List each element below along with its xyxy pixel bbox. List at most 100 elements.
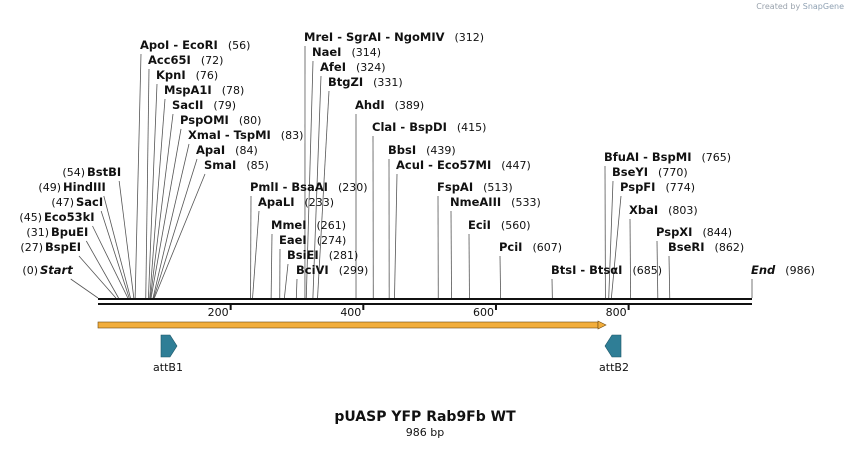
orf-arrow-body[interactable] bbox=[97, 321, 599, 329]
enzyme-name[interactable]: SacI bbox=[76, 195, 103, 209]
enzyme-name[interactable]: PspOMI bbox=[180, 113, 229, 127]
enzyme-name[interactable]: Eco53kI bbox=[44, 210, 95, 224]
site-label-group[interactable]: ClaI - BspDI(415) bbox=[372, 120, 486, 134]
site-label-group[interactable]: FspAI(513) bbox=[437, 180, 513, 194]
site-position: (233) bbox=[305, 196, 335, 209]
site-label-group[interactable]: ApoI - EcoRI(56) bbox=[140, 38, 250, 52]
enzyme-name[interactable]: AfeI bbox=[320, 60, 346, 74]
site-label-group[interactable]: ApaI(84) bbox=[196, 143, 258, 157]
enzyme-name[interactable]: EaeI bbox=[279, 233, 307, 247]
enzyme-name[interactable]: End bbox=[751, 263, 776, 277]
enzyme-name[interactable]: PspXI bbox=[656, 225, 692, 239]
site-label-group[interactable]: Acc65I(72) bbox=[148, 53, 223, 67]
enzyme-name[interactable]: ApoI - EcoRI bbox=[140, 38, 218, 52]
enzyme-name[interactable]: XbaI bbox=[629, 203, 658, 217]
site-label-group[interactable]: MreI - SgrAI - NgoMIV(312) bbox=[304, 30, 484, 44]
ruler-tick-label: 600 bbox=[473, 306, 494, 319]
site-label-group[interactable]: (0)Start bbox=[22, 263, 73, 277]
site-label-group[interactable]: XbaI (803) bbox=[629, 203, 698, 217]
site-label-group[interactable]: EaeI(274) bbox=[279, 233, 346, 247]
site-label-group[interactable]: MspA1I(78) bbox=[164, 83, 244, 97]
site-label-group[interactable]: BtsI - BtsαI(685) bbox=[551, 263, 662, 277]
enzyme-name[interactable]: XmaI - TspMI bbox=[188, 128, 271, 142]
site-label-group[interactable]: BciVI(299) bbox=[296, 263, 368, 277]
enzyme-name[interactable]: BseRI bbox=[668, 240, 705, 254]
site-label-group[interactable]: (45)Eco53kI bbox=[19, 210, 94, 224]
site-label-group[interactable]: (49)HindIII bbox=[38, 180, 105, 194]
site-label-group[interactable]: NaeI(314) bbox=[312, 45, 381, 59]
enzyme-name[interactable]: HindIII bbox=[63, 180, 106, 194]
enzyme-name[interactable]: ApaI bbox=[196, 143, 225, 157]
feature-arrow-icon[interactable] bbox=[160, 334, 178, 358]
orf-arrow[interactable] bbox=[97, 320, 607, 330]
orf-arrow-head[interactable] bbox=[597, 320, 607, 330]
site-label-group[interactable]: EciI (560) bbox=[468, 218, 531, 232]
site-label-group[interactable]: End(986) bbox=[751, 263, 815, 277]
site-label-group[interactable]: MmeI(261) bbox=[271, 218, 346, 232]
enzyme-name[interactable]: BpuEI bbox=[51, 225, 88, 239]
enzyme-name[interactable]: Start bbox=[40, 263, 73, 277]
site-label-group[interactable]: ApaLI (233) bbox=[258, 195, 334, 209]
enzyme-name[interactable]: ApaLI bbox=[258, 195, 295, 209]
enzyme-name[interactable]: BtsI - BtsαI bbox=[551, 263, 622, 277]
enzyme-name[interactable]: BbsI bbox=[388, 143, 416, 157]
enzyme-name[interactable]: ClaI - BspDI bbox=[372, 120, 447, 134]
enzyme-name[interactable]: Acc65I bbox=[148, 53, 191, 67]
site-leader-line bbox=[252, 210, 260, 299]
enzyme-name[interactable]: NaeI bbox=[312, 45, 341, 59]
site-label-group[interactable]: (31)BpuEI bbox=[26, 225, 88, 239]
site-position: (560) bbox=[501, 219, 531, 232]
site-label-group[interactable]: (54)BstBI bbox=[62, 165, 121, 179]
site-label-group[interactable]: PspXI(844) bbox=[656, 225, 732, 239]
enzyme-name[interactable]: SacII bbox=[172, 98, 203, 112]
site-label-group[interactable]: AcuI - Eco57MI(447) bbox=[396, 158, 531, 172]
site-label-group[interactable]: BsiEI(281) bbox=[287, 248, 358, 262]
enzyme-name[interactable]: AcuI - Eco57MI bbox=[396, 158, 491, 172]
enzyme-name[interactable]: BsiEI bbox=[287, 248, 319, 262]
enzyme-name[interactable]: BfuAI - BspMI bbox=[604, 150, 691, 164]
enzyme-name[interactable]: BtgZI bbox=[328, 75, 363, 89]
site-label-group[interactable]: BfuAI - BspMI(765) bbox=[604, 150, 731, 164]
enzyme-name[interactable]: MmeI bbox=[271, 218, 307, 232]
site-label-group[interactable]: AfeI(324) bbox=[320, 60, 386, 74]
site-label-group[interactable]: (27)BspEI bbox=[20, 240, 81, 254]
site-label-group[interactable]: PspOMI(80) bbox=[180, 113, 261, 127]
enzyme-name[interactable]: BseYI bbox=[612, 165, 648, 179]
site-label-group[interactable]: XmaI - TspMI(83) bbox=[188, 128, 303, 142]
enzyme-name[interactable]: BstBI bbox=[87, 165, 121, 179]
enzyme-name[interactable]: NmeAIII bbox=[450, 195, 501, 209]
enzyme-name[interactable]: EciI bbox=[468, 218, 491, 232]
feature-attb2[interactable]: attB2 bbox=[599, 334, 629, 374]
enzyme-name[interactable]: PmlI - BsaAI bbox=[250, 180, 328, 194]
site-label-group[interactable]: NmeAIII(533) bbox=[450, 195, 541, 209]
enzyme-name[interactable]: MspA1I bbox=[164, 83, 212, 97]
site-leader-line bbox=[668, 255, 671, 299]
site-label-group[interactable]: KpnI(76) bbox=[156, 68, 218, 82]
enzyme-name[interactable]: AhdI bbox=[355, 98, 385, 112]
site-label-group[interactable]: BseRI(862) bbox=[668, 240, 744, 254]
site-label-group[interactable]: (47)SacI bbox=[51, 195, 103, 209]
enzyme-name[interactable]: KpnI bbox=[156, 68, 186, 82]
site-label-group[interactable]: SmaI(85) bbox=[204, 158, 269, 172]
site-leader-line bbox=[134, 53, 142, 299]
site-label-group[interactable]: AhdI(389) bbox=[355, 98, 424, 112]
site-leader-line bbox=[103, 195, 131, 299]
enzyme-name[interactable]: MreI - SgrAI - NgoMIV bbox=[304, 30, 445, 44]
site-position: (803) bbox=[668, 204, 698, 217]
feature-arrow-icon[interactable] bbox=[604, 334, 622, 358]
enzyme-name[interactable]: BciVI bbox=[296, 263, 329, 277]
site-label-group[interactable]: PspFI(774) bbox=[620, 180, 695, 194]
site-label-group[interactable]: PciI(607) bbox=[499, 240, 562, 254]
feature-attb1[interactable]: attB1 bbox=[153, 334, 183, 374]
enzyme-name[interactable]: BspEI bbox=[45, 240, 81, 254]
enzyme-name[interactable]: PspFI bbox=[620, 180, 655, 194]
enzyme-name[interactable]: FspAI bbox=[437, 180, 473, 194]
enzyme-name[interactable]: SmaI bbox=[204, 158, 236, 172]
site-label-group[interactable]: SacII(79) bbox=[172, 98, 236, 112]
site-label-group[interactable]: BbsI(439) bbox=[388, 143, 456, 157]
site-leader-line bbox=[270, 233, 273, 299]
site-label-group[interactable]: BtgZI(331) bbox=[328, 75, 403, 89]
site-label-group[interactable]: BseYI(770) bbox=[612, 165, 688, 179]
enzyme-name[interactable]: PciI bbox=[499, 240, 522, 254]
site-label-group[interactable]: PmlI - BsaAI(230) bbox=[250, 180, 368, 194]
